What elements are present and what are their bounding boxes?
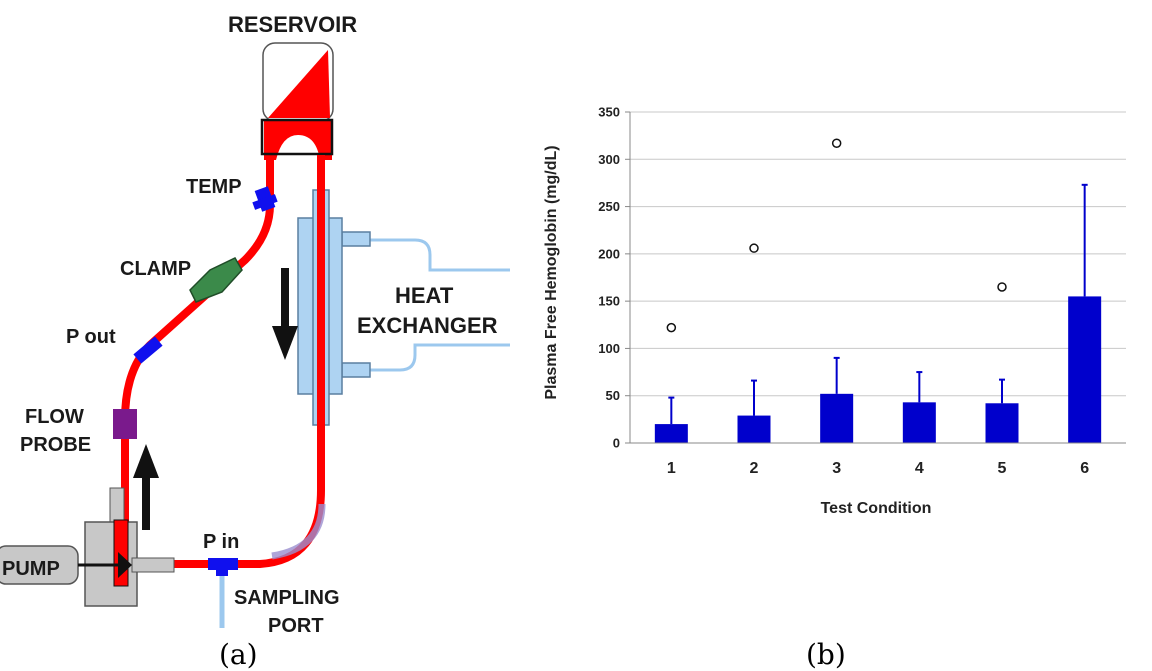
p-in-label: P in [203, 531, 239, 553]
y-tick-label: 100 [598, 341, 620, 356]
arrow-up-icon [133, 444, 159, 530]
heat-exchanger-label-line1: HEAT [395, 283, 454, 308]
pump-outlet [131, 557, 175, 573]
chart-outliers [666, 138, 1007, 333]
flow-probe-label-line2: PROBE [20, 434, 91, 456]
reservoir-label: RESERVOIR [228, 12, 357, 37]
sampling-label-line1: SAMPLING [234, 587, 340, 609]
outlier-point [831, 138, 842, 148]
x-axis-title: Test Condition [821, 500, 932, 517]
y-tick-label: 50 [606, 388, 620, 403]
p-out-sensor [133, 336, 163, 364]
y-axis-title: Plasma Free Hemoglobin (mg/dL) [543, 145, 560, 399]
y-tick-label: 300 [598, 152, 620, 167]
heat-exchanger-hose-top [370, 238, 510, 272]
temp-label: TEMP [186, 176, 242, 198]
panel-a-label: (a) [219, 638, 258, 671]
outlier-point [997, 282, 1007, 292]
reservoir-fluid [268, 50, 330, 118]
heat-exchanger-label-line2: EXCHANGER [357, 313, 498, 338]
bar [985, 403, 1019, 443]
pump-shaft [109, 487, 125, 525]
heat-exchanger-hose-bottom [370, 343, 510, 372]
pump-impeller [118, 552, 132, 578]
outlier-point [666, 322, 677, 333]
bar [902, 402, 936, 443]
clamp-shape [189, 257, 243, 303]
y-tick-label: 0 [613, 436, 620, 451]
y-tick-label: 250 [598, 199, 620, 214]
p-out-label: P out [66, 326, 116, 348]
reservoir-connector [260, 118, 334, 156]
y-tick-label: 200 [598, 246, 620, 261]
arrow-down-icon [272, 268, 298, 360]
clamp-label: CLAMP [120, 258, 191, 280]
chart-gridlines [630, 111, 1126, 397]
chart-error-bars [668, 183, 1088, 425]
bar [1068, 296, 1102, 443]
x-tick-label: 5 [998, 460, 1007, 477]
sampling-arc [271, 503, 326, 560]
flow-probe-label-line1: FLOW [25, 406, 84, 428]
bar-chart: 0 50 100 150 200 250 300 350 1 2 3 4 5 6 Plasma Free … [543, 105, 1126, 517]
bar [737, 415, 771, 443]
bar [654, 424, 688, 443]
sampling-label-line2: PORT [268, 615, 324, 637]
heat-exchanger-port-top [341, 231, 371, 247]
x-tick-label: 6 [1080, 460, 1089, 477]
x-tick-label: 2 [750, 460, 759, 477]
x-tick-label: 1 [667, 460, 676, 477]
x-tick-label: 4 [915, 460, 924, 477]
tubing-loop [121, 155, 325, 568]
y-tick-label: 150 [598, 294, 620, 309]
panel-b-label: (b) [806, 638, 846, 671]
chart-axes: 0 50 100 150 200 250 300 350 1 2 3 4 5 6 [598, 105, 1126, 477]
temp-sensor [252, 186, 278, 212]
p-in-sensor [208, 558, 238, 576]
reservoir-outlet [264, 120, 332, 160]
flow-probe-shape [113, 409, 137, 439]
outlier-point [749, 243, 759, 253]
x-tick-label: 3 [832, 460, 841, 477]
y-tick-label: 350 [598, 105, 620, 120]
pump-chamber [113, 519, 129, 587]
chart-bars [654, 296, 1102, 443]
heat-exchanger-port-bottom [341, 362, 371, 378]
bar [820, 393, 854, 443]
pump-label: PUMP [2, 558, 60, 580]
circuit-diagram: RESERVOIR TEMP CLAMP P out FLOW PROBE PU… [0, 12, 510, 671]
